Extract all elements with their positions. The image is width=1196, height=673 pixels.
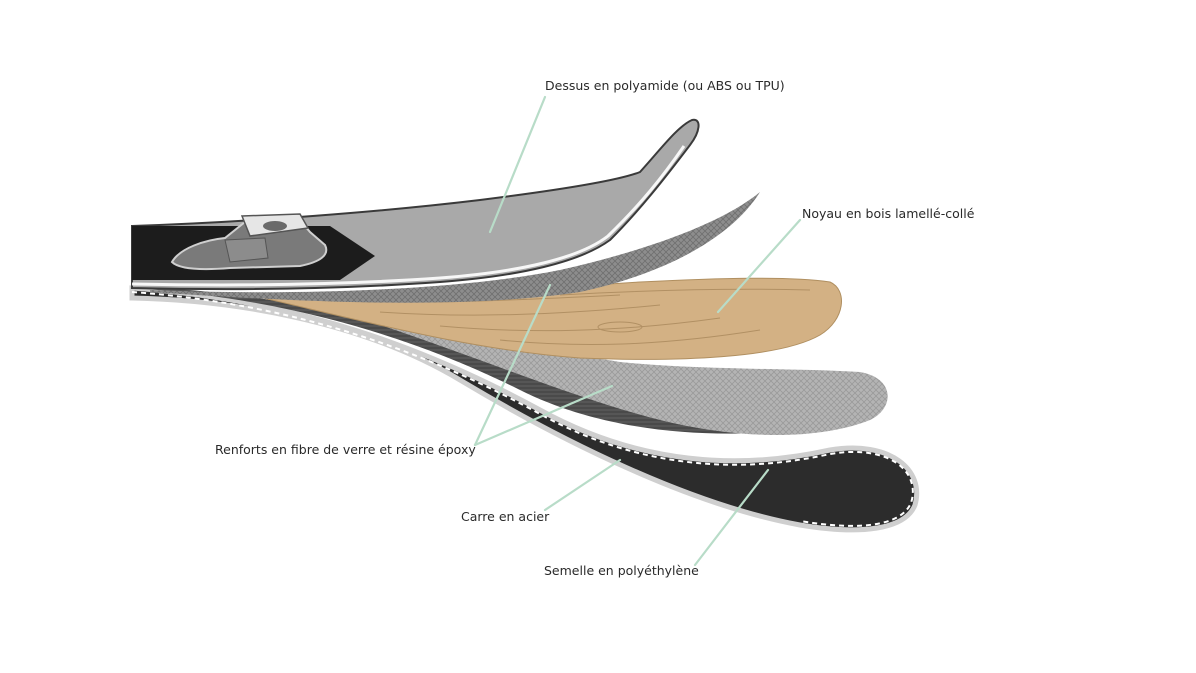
label-steel-edge: Carre en acier: [461, 509, 550, 524]
fiberglass-upper-layer: [150, 192, 760, 303]
leader-base: [693, 468, 770, 567]
steel-edge: [131, 291, 914, 527]
leader-reinforcement-a: [473, 283, 552, 447]
leader-reinforcement-b: [473, 384, 614, 447]
base-layer: [129, 285, 920, 533]
leader-edge: [543, 458, 622, 512]
label-topsheet: Dessus en polyamide (ou ABS ou TPU): [545, 78, 785, 93]
label-base: Semelle en polyéthylène: [544, 563, 699, 578]
leader-top: [488, 95, 547, 234]
label-wood-core: Noyau en bois lamellé-collé: [802, 206, 975, 221]
label-reinforcement: Renforts en fibre de verre et résine épo…: [215, 442, 476, 457]
topsheet-highlight: [131, 145, 686, 287]
binding-icon: [170, 213, 328, 271]
leader-core: [716, 218, 802, 314]
